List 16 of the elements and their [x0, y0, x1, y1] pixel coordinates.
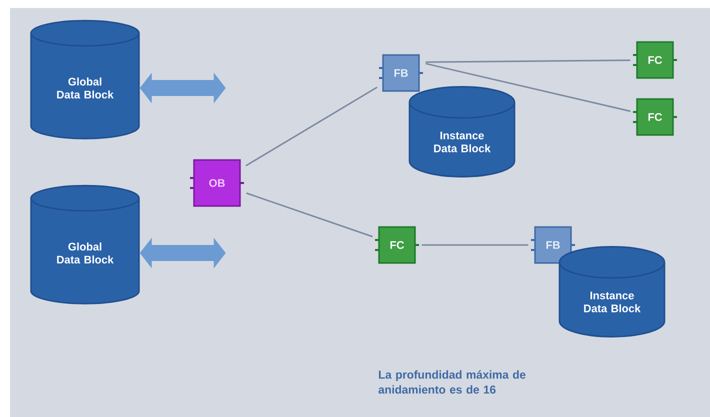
- connector-line: [246, 192, 373, 238]
- block-box: FC: [632, 98, 678, 136]
- database-cylinder: Global Data Block: [30, 184, 140, 304]
- database-cylinder: Global Data Block: [30, 20, 140, 140]
- connector-line: [426, 59, 630, 63]
- block-box: FC: [632, 41, 678, 79]
- block-box: FB: [530, 226, 576, 264]
- connector-line: [246, 86, 378, 166]
- database-cylinder: Instance Data Block: [408, 86, 516, 178]
- connector-line: [422, 244, 528, 246]
- connector-line: [425, 62, 631, 112]
- database-cylinder: Instance Data Block: [558, 246, 666, 338]
- note-text: La profundidad máxima de anidamiento es de 16: [378, 370, 526, 394]
- block-box: FB: [378, 54, 424, 92]
- block-box: FC: [374, 226, 420, 264]
- block-box: OB: [189, 159, 245, 207]
